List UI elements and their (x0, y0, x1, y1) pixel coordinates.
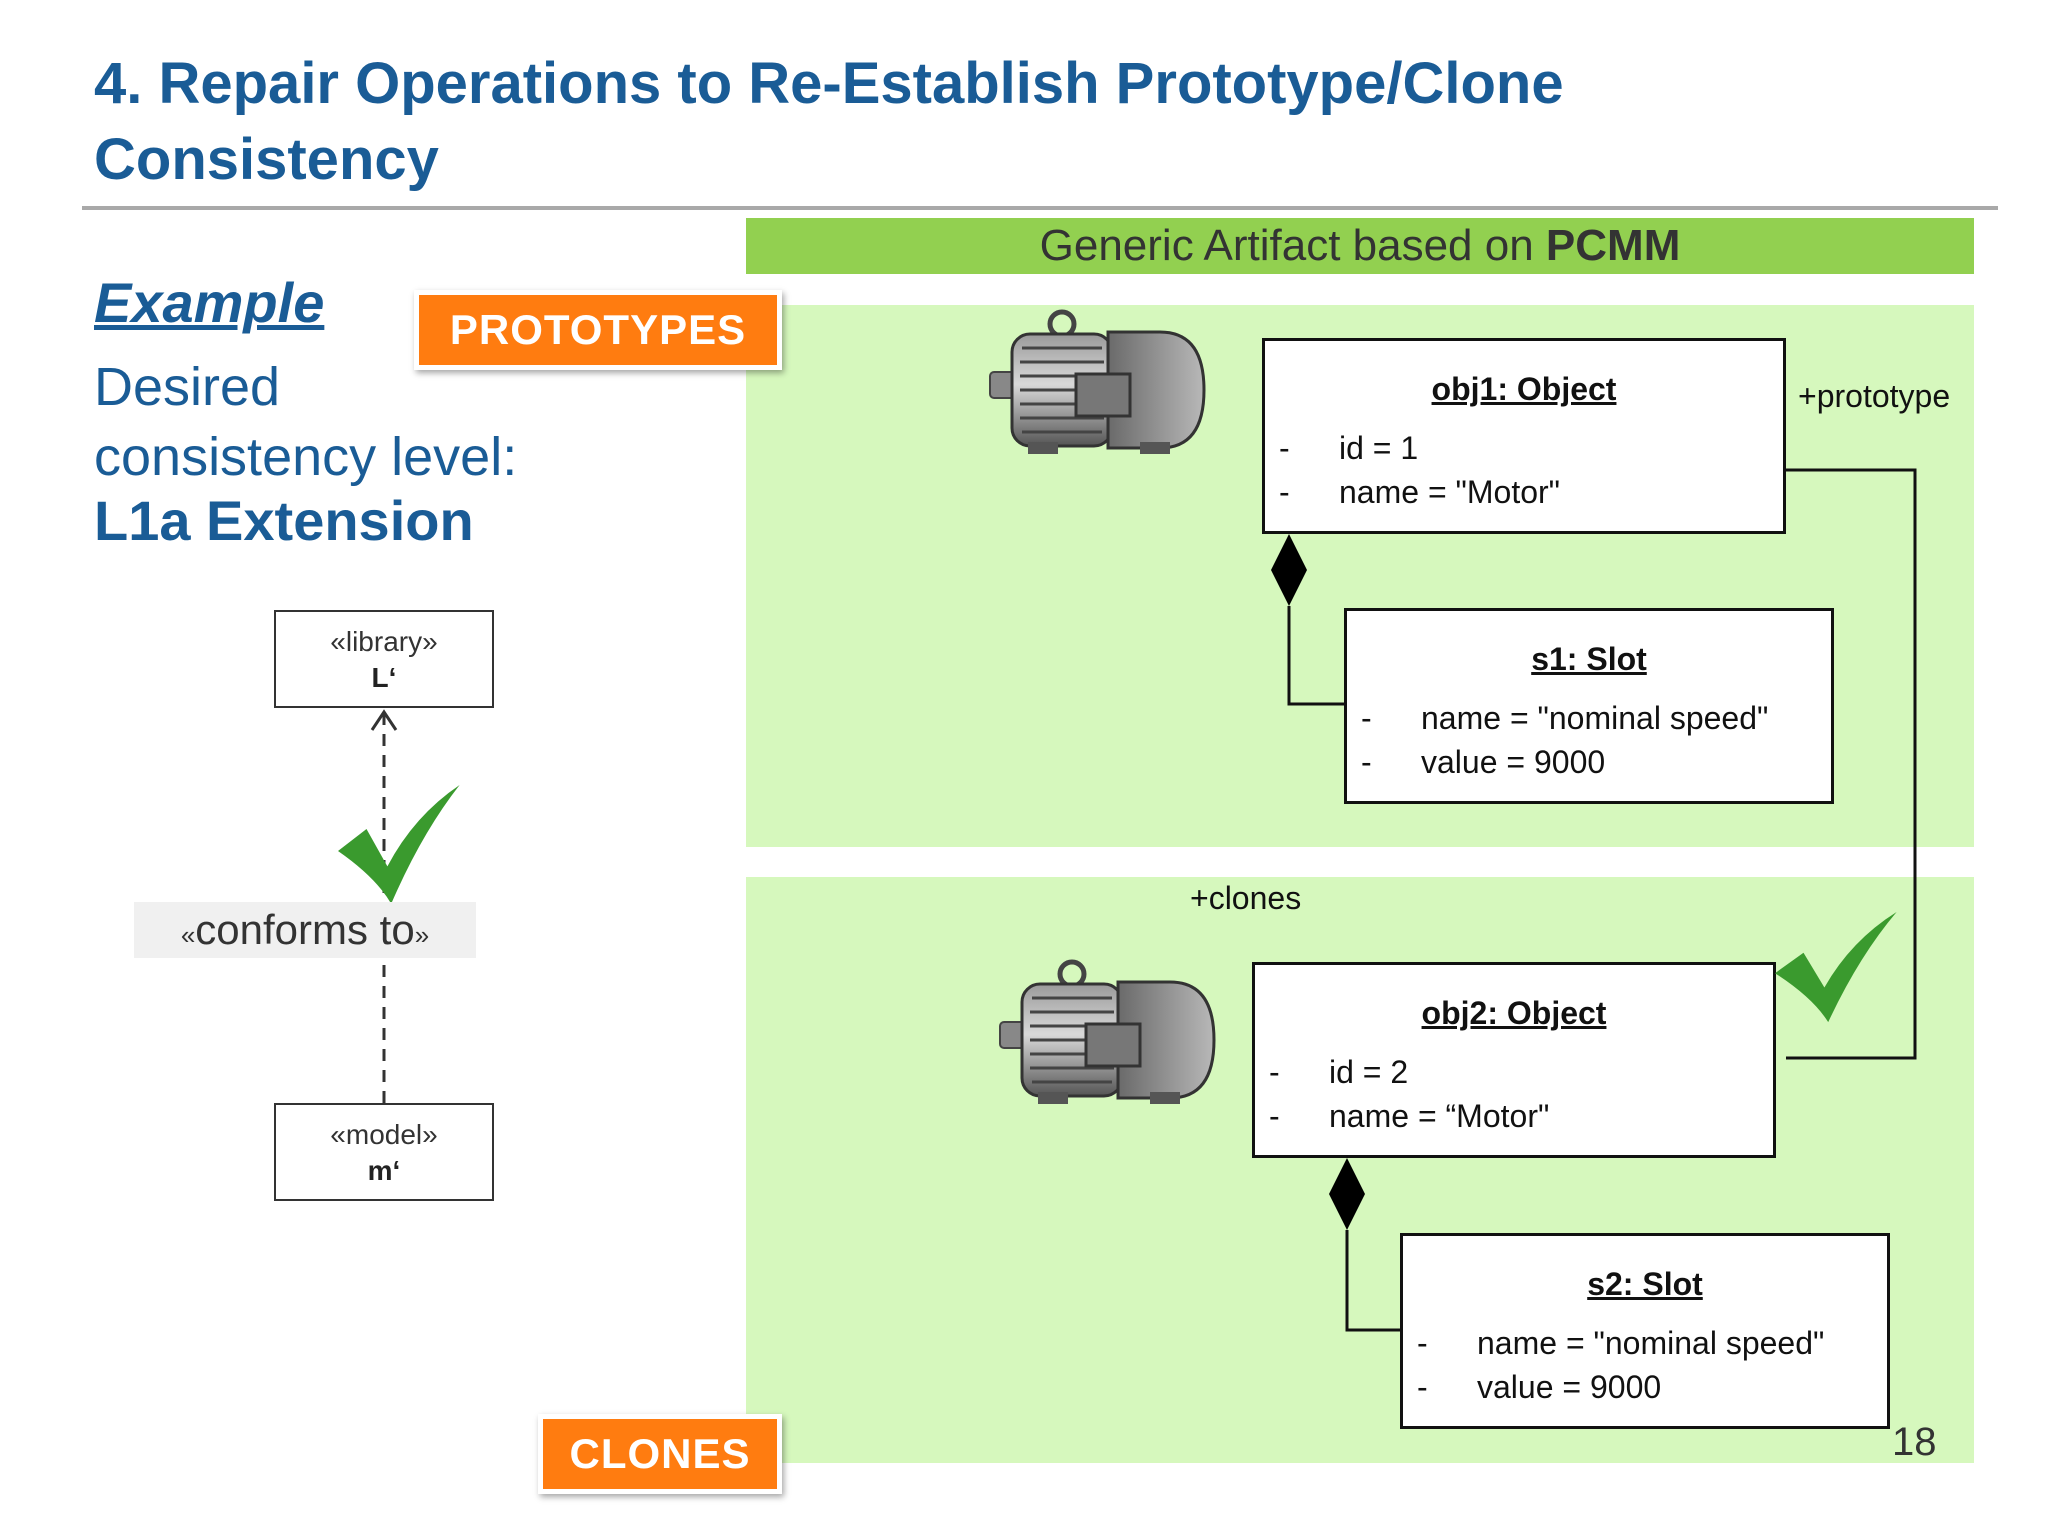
clone-object-attr-id: -id = 2 (1269, 1054, 1409, 1090)
library-name: L‘ (371, 662, 397, 693)
prototype-link-line (1786, 468, 1917, 1060)
prototype-slot-attr-value: -value = 9000 (1361, 744, 1606, 780)
composition-line-obj1-s1 (1287, 606, 1344, 706)
clone-slot-attr-value: -value = 9000 (1417, 1369, 1662, 1405)
model-stereotype: «model» (330, 1119, 438, 1150)
example-heading: Example (94, 271, 325, 334)
checkmark-icon (338, 785, 460, 904)
prototype-object-header: obj1: Object (1431, 371, 1617, 407)
desired-level-line1: Desired (94, 357, 281, 417)
model-box: «model» m‘ (274, 1103, 494, 1201)
prototype-object-attr-name: -name = "Motor" (1279, 474, 1561, 510)
clone-object-attr-name: -name = “Motor" (1269, 1098, 1550, 1134)
clone-slot-box: s2: Slot -name = "nominal speed" -value … (1400, 1233, 1890, 1429)
slide-title: 4. Repair Operations to Re-Establish Pro… (94, 51, 1564, 192)
desired-level-text: Desired consistency level: (94, 352, 517, 492)
composition-line-obj2-s2 (1345, 1230, 1400, 1332)
open-arrow-icon (370, 709, 398, 731)
clones-label: CLONES (538, 1414, 782, 1494)
prototype-object-box: obj1: Object -id = 1 -name = "Motor" (1262, 338, 1786, 534)
clones-role-label: +clones (1190, 880, 1302, 916)
clone-motor-icon (1000, 962, 1214, 1104)
pcmm-banner-bold: PCMM (1545, 221, 1681, 270)
prototype-role-label: +prototype (1798, 378, 1951, 414)
prototype-slot-attr-name: -name = "nominal speed" (1361, 700, 1769, 736)
conforms-to-label: «conforms to» (134, 902, 476, 958)
pcmm-banner-prefix: Generic Artifact based on (1039, 221, 1546, 270)
clone-slot-attr-name: -name = "nominal speed" (1417, 1325, 1825, 1361)
clone-object-header: obj2: Object (1421, 995, 1607, 1031)
library-stereotype: «library» (330, 626, 438, 657)
prototype-object-attr-id: -id = 1 (1279, 430, 1419, 466)
clone-slot-header: s2: Slot (1587, 1266, 1703, 1302)
title-divider (82, 206, 1998, 210)
prototype-motor-icon (990, 312, 1204, 454)
prototypes-label: PROTOTYPES (414, 290, 782, 370)
checkmark-icon (1775, 912, 1897, 1023)
page-number: 18 (1892, 1420, 1937, 1464)
library-box: «library» L‘ (274, 610, 494, 708)
pcmm-banner: Generic Artifact based on PCMM (746, 218, 1974, 274)
prototype-slot-box: s1: Slot -name = "nominal speed" -value … (1344, 608, 1834, 804)
prototype-slot-header: s1: Slot (1531, 641, 1647, 677)
desired-level-line2: consistency level: (94, 427, 518, 487)
consistency-level-value: L1a Extension (94, 489, 474, 552)
clone-object-box: obj2: Object -id = 2 -name = “Motor" (1252, 962, 1776, 1158)
model-name: m‘ (367, 1155, 401, 1186)
composition-diamond-icon (1271, 534, 1307, 606)
composition-diamond-icon (1329, 1158, 1365, 1230)
